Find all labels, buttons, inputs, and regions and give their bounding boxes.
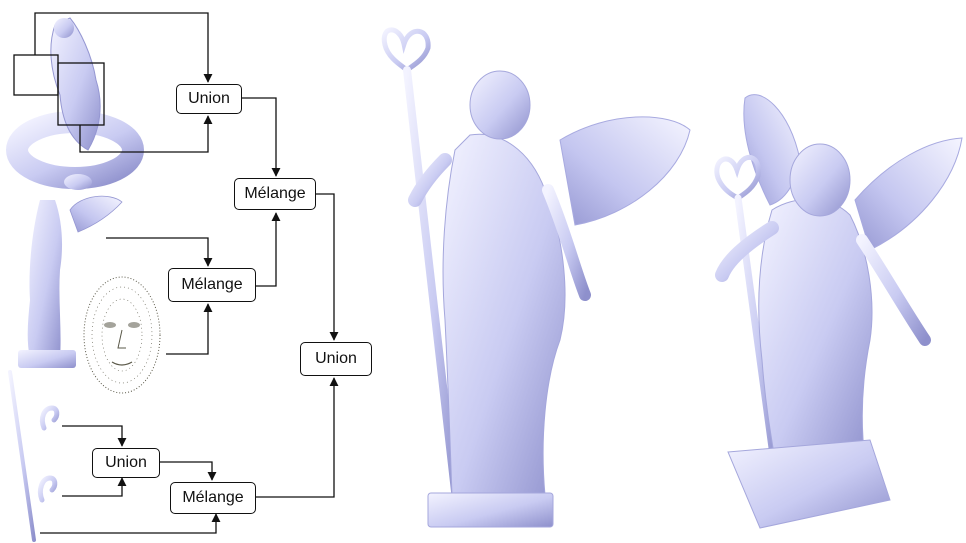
hook-icon [40, 408, 56, 500]
melange-node-top: Mélange [234, 178, 316, 210]
melange-node-bottom: Mélange [170, 482, 256, 514]
point-cloud-head-icon [84, 277, 160, 393]
winged-statue-angled-icon [717, 95, 962, 528]
winged-statue-front-icon [384, 30, 690, 527]
union-node-top: Union [176, 84, 242, 114]
melange-node-mid: Mélange [168, 268, 256, 302]
union-node-bottom: Union [92, 448, 160, 478]
union-node-right: Union [300, 342, 372, 376]
staff-icon [10, 372, 34, 540]
